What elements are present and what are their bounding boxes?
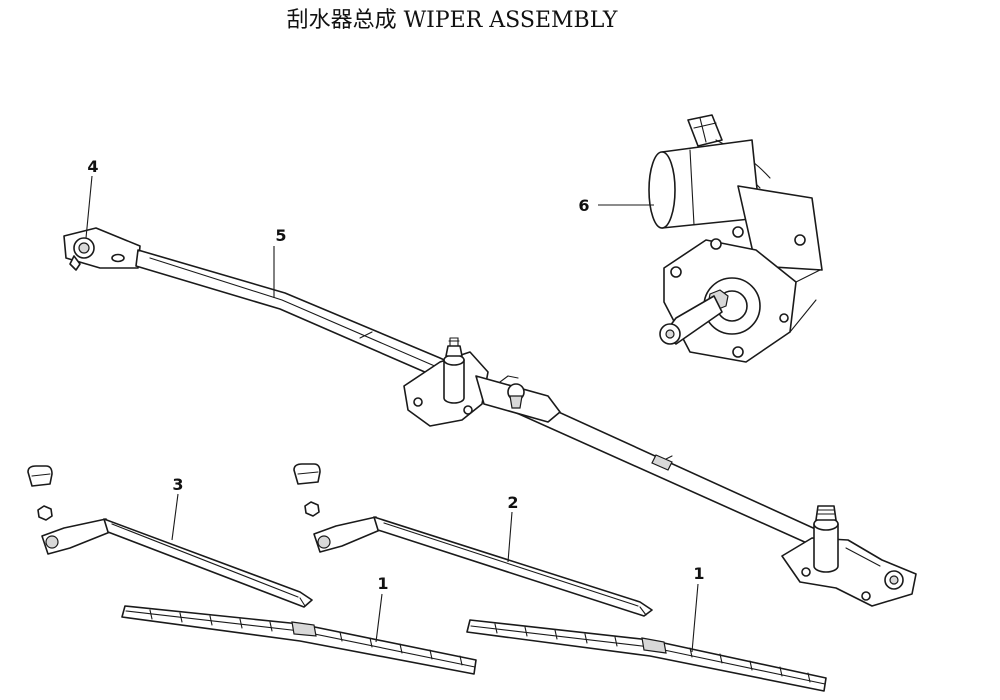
callout-6: 6: [578, 196, 589, 215]
leader-1-right: [691, 583, 699, 653]
callout-1-right: 1: [693, 564, 704, 583]
callout-3: 3: [172, 475, 183, 494]
leader-3: [171, 493, 179, 541]
callout-5: 5: [275, 226, 286, 245]
leader-lines: [85, 175, 699, 653]
diagram-title: 刮水器总成 WIPER ASSEMBLY: [287, 8, 618, 33]
leader-1-left: [375, 593, 383, 643]
leader-2: [507, 511, 513, 563]
wiper-motor: [648, 114, 823, 363]
center-pivot-bracket: [403, 337, 561, 427]
wiper-blade-right: [466, 619, 827, 692]
wiper-arm-right: [293, 463, 653, 617]
ball-joint: [69, 237, 95, 271]
callout-1-left: 1: [377, 574, 388, 593]
wiper-arm-left: [27, 465, 313, 608]
callout-2: 2: [507, 493, 518, 512]
callout-4: 4: [87, 157, 98, 176]
right-pivot-bracket: [781, 505, 917, 607]
leader-4: [85, 175, 93, 239]
callouts: 4 5 6 3 2 1 1: [87, 157, 704, 593]
wiper-blade-left: [121, 605, 477, 675]
